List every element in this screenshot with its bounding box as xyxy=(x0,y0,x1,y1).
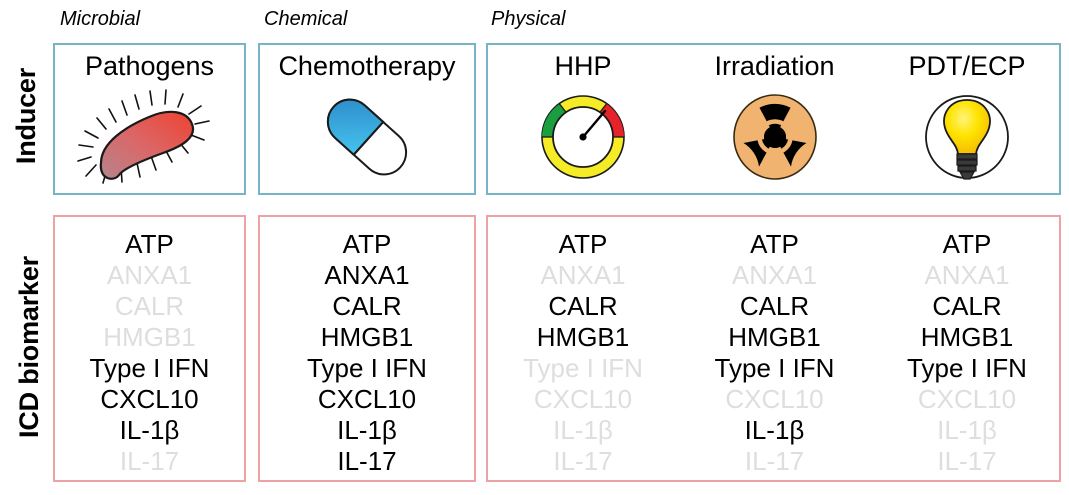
marker-cxcl10: CXCL10 xyxy=(100,384,199,414)
marker-il-1b: IL-1β xyxy=(337,415,397,445)
marker-il-17: IL-17 xyxy=(119,446,180,476)
inducer-title-hhp: HHP xyxy=(554,51,612,81)
marker-anxa1: ANXA1 xyxy=(731,260,818,290)
marker-hmgb1: HMGB1 xyxy=(920,322,1014,352)
marker-cxcl10: CXCL10 xyxy=(725,384,824,414)
marker-anxa1: ANXA1 xyxy=(324,260,410,290)
category-caption-chemical: Chemical xyxy=(264,8,348,30)
marker-cxcl10: CXCL10 xyxy=(533,384,633,414)
inducer-cell-irradiation: Irradiation xyxy=(678,45,871,193)
inducer-cell-pathogens: Pathogens xyxy=(55,45,244,193)
inducer-title-pathogens: Pathogens xyxy=(84,51,215,81)
marker-atp: ATP xyxy=(558,229,608,259)
pressure-gauge-icon xyxy=(488,80,678,193)
marker-il-1b: IL-1β xyxy=(744,415,805,445)
marker-cxcl10: CXCL10 xyxy=(317,384,417,414)
biomarker-box-chemical: ATP ANXA1 CALR HMGB1 Type I IFN CXCL10 I… xyxy=(258,215,476,482)
bacterium-icon xyxy=(55,80,244,193)
marker-anxa1: ANXA1 xyxy=(540,260,626,290)
marker-il-17: IL-17 xyxy=(553,446,613,476)
marker-il-17: IL-17 xyxy=(337,446,397,476)
marker-anxa1: ANXA1 xyxy=(106,260,193,290)
inducer-title-irradiation: Irradiation xyxy=(714,51,835,81)
marker-hmgb1: HMGB1 xyxy=(536,322,630,352)
lightbulb-icon xyxy=(871,80,1063,193)
marker-cxcl10: CXCL10 xyxy=(917,384,1017,414)
marker-hmgb1: HMGB1 xyxy=(320,322,414,352)
inducer-title-chemotherapy: Chemotherapy xyxy=(278,51,456,81)
marker-il-17: IL-17 xyxy=(937,446,997,476)
marker-hmgb1: HMGB1 xyxy=(728,322,821,352)
marker-atp: ATP xyxy=(942,229,992,259)
biomarker-box-physical: ATP ANXA1 CALR HMGB1 Type I IFN CXCL10 I… xyxy=(486,215,1061,482)
marker-type-i-ifn: Type I IFN xyxy=(89,353,210,383)
category-caption-microbial: Microbial xyxy=(60,8,141,30)
inducer-cell-pdt-ecp: PDT/ECP xyxy=(871,45,1063,193)
biomarker-list-pathogens: ATP ANXA1 CALR HMGB1 Type I IFN CXCL10 I… xyxy=(55,217,244,480)
pill-capsule-icon xyxy=(260,80,474,193)
marker-atp: ATP xyxy=(342,229,392,259)
marker-il-1b: IL-1β xyxy=(553,415,613,445)
row-label-inducer: Inducer xyxy=(11,67,41,165)
marker-type-i-ifn: Type I IFN xyxy=(523,353,643,383)
radiation-hazard-icon xyxy=(678,80,871,193)
marker-type-i-ifn: Type I IFN xyxy=(307,353,427,383)
marker-il-1b: IL-1β xyxy=(937,415,997,445)
inducer-cell-chemotherapy: Chemotherapy xyxy=(260,45,474,193)
marker-atp: ATP xyxy=(125,229,174,259)
marker-il-1b: IL-1β xyxy=(119,415,180,445)
row-label-icd-biomarker: ICD biomarker xyxy=(14,256,44,438)
inducer-cell-hhp: HHP xyxy=(488,45,678,193)
marker-calr: CALR xyxy=(332,291,402,321)
marker-type-i-ifn: Type I IFN xyxy=(907,353,1027,383)
marker-atp: ATP xyxy=(750,229,799,259)
marker-calr: CALR xyxy=(739,291,810,321)
biomarker-list-hhp: ATP ANXA1 CALR HMGB1 Type I IFN CXCL10 I… xyxy=(488,217,678,480)
biomarker-box-microbial: ATP ANXA1 CALR HMGB1 Type I IFN CXCL10 I… xyxy=(53,215,246,482)
inducer-title-pdt-ecp: PDT/ECP xyxy=(908,51,1026,81)
marker-calr: CALR xyxy=(548,291,618,321)
marker-type-i-ifn: Type I IFN xyxy=(714,353,835,383)
inducer-box-chemical: Chemotherapy xyxy=(258,43,476,195)
biomarker-list-chemotherapy: ATP ANXA1 CALR HMGB1 Type I IFN CXCL10 I… xyxy=(260,217,474,480)
marker-anxa1: ANXA1 xyxy=(924,260,1010,290)
inducer-box-physical: HHP xyxy=(486,43,1061,195)
inducer-box-microbial: Pathogens xyxy=(53,43,246,195)
marker-hmgb1: HMGB1 xyxy=(103,322,196,352)
biomarker-list-pdt-ecp: ATP ANXA1 CALR HMGB1 Type I IFN CXCL10 I… xyxy=(871,217,1063,480)
marker-calr: CALR xyxy=(114,291,185,321)
biomarker-list-irradiation: ATP ANXA1 CALR HMGB1 Type I IFN CXCL10 I… xyxy=(678,217,871,480)
marker-calr: CALR xyxy=(932,291,1002,321)
category-caption-physical: Physical xyxy=(491,8,566,30)
marker-il-17: IL-17 xyxy=(744,446,805,476)
